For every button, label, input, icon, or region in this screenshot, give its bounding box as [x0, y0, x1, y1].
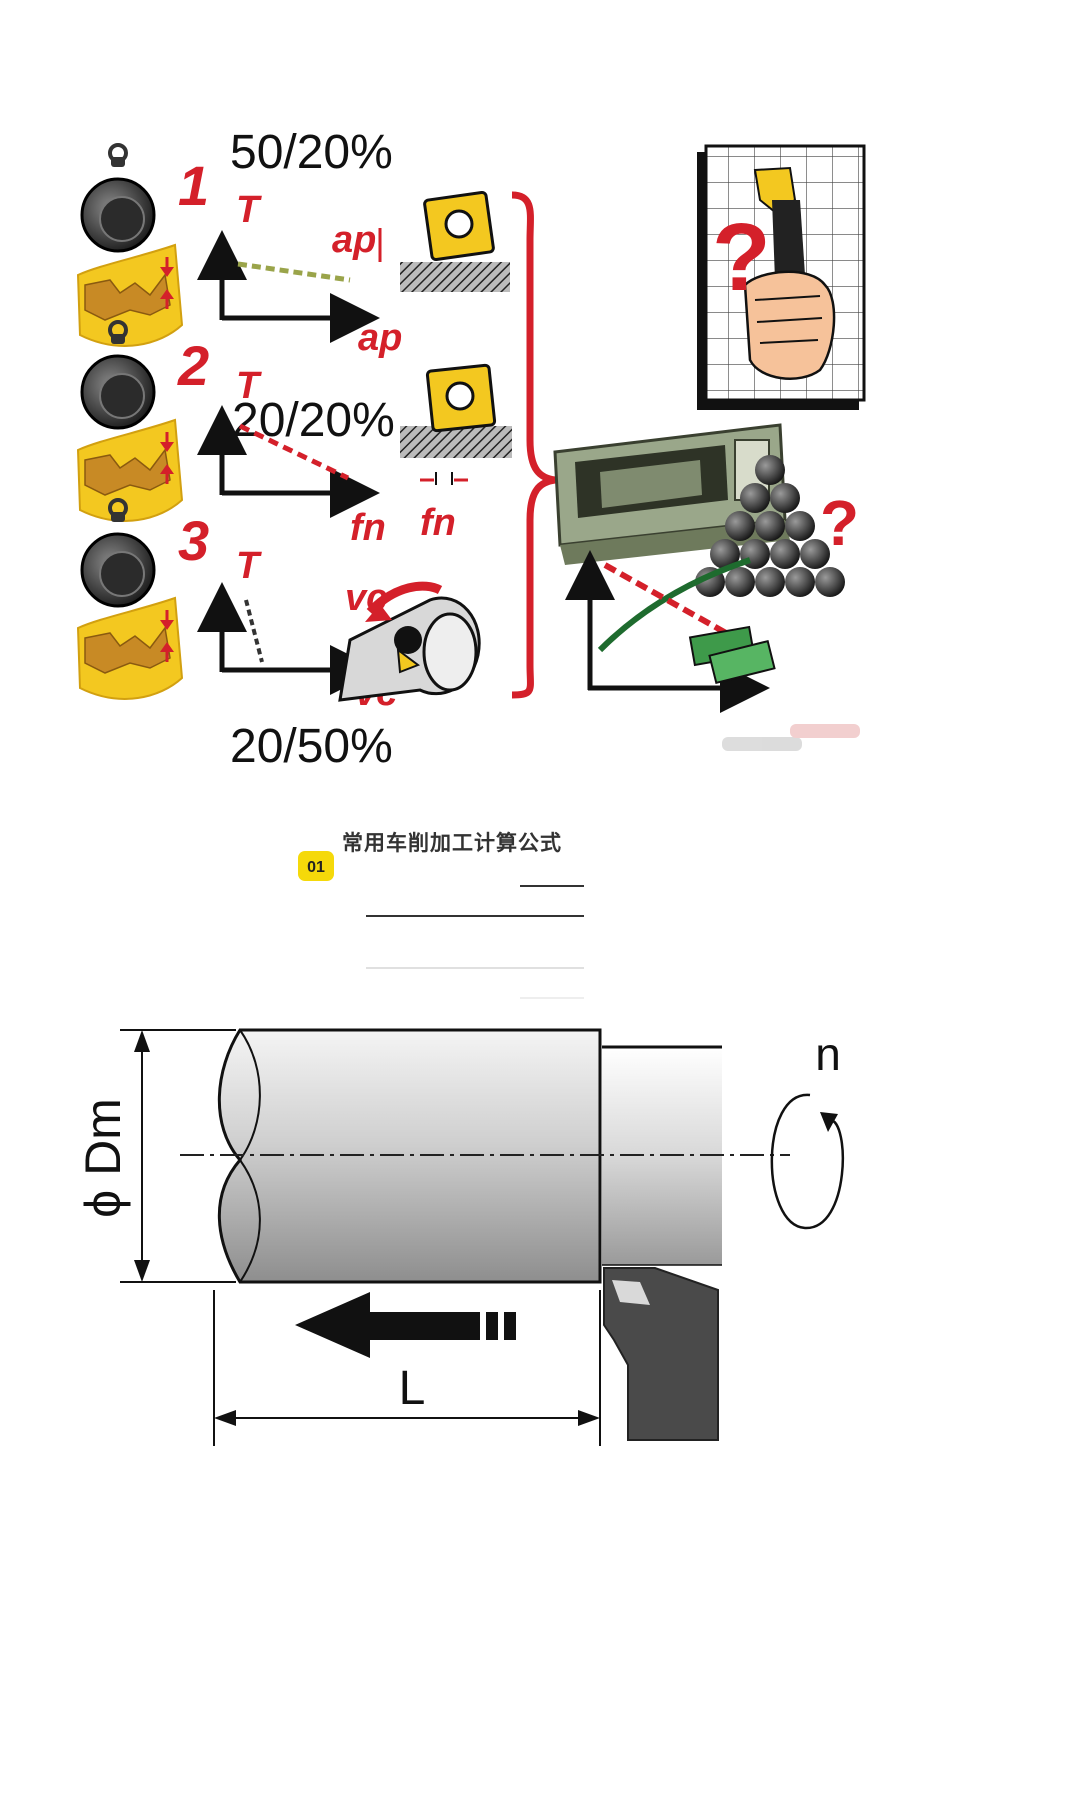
axis-x-label: fn	[350, 507, 386, 549]
chip-icon	[76, 596, 184, 701]
chip-icon	[76, 243, 184, 348]
tool-label: ap	[332, 219, 376, 261]
grid-board-illustration: ?	[697, 144, 866, 410]
diameter-label: ϕ Dm	[75, 1098, 131, 1218]
row-1: 1 T ap ap	[76, 143, 510, 359]
section-badge	[298, 851, 334, 881]
rotation-arrow-icon	[770, 1093, 844, 1230]
question-mark-icon: ?	[712, 204, 771, 311]
tool-life-curve	[237, 261, 351, 283]
section-header: 01 常用车削加工计算公式	[298, 831, 584, 999]
tool-life-curve	[244, 599, 264, 663]
feed-direction-arrow	[295, 1292, 516, 1358]
tool-life-curve	[238, 423, 350, 481]
turning-diagram: ϕ Dm L n	[75, 1028, 844, 1446]
axis-y-label: T	[236, 365, 262, 407]
row-2: 2 T fn fn	[76, 320, 512, 549]
axis-y-label: T	[236, 545, 262, 587]
row-number: 3	[178, 509, 209, 572]
stopwatch-icon	[80, 143, 156, 253]
row-number: 1	[178, 154, 209, 217]
pct-top-label: 50/20%	[230, 126, 393, 179]
money-icon	[688, 625, 776, 685]
question-mark-icon: ?	[820, 487, 859, 559]
tool-life-figure: 50/20% 20/20% 20/50% 1 T ap ap 2	[76, 126, 866, 773]
tool-label: vc	[345, 577, 387, 619]
cutting-tool	[603, 1267, 719, 1441]
workpiece-rotation-icon	[338, 581, 481, 702]
section-title: 常用车削加工计算公式	[342, 831, 562, 855]
tool-label: fn	[420, 502, 456, 544]
watermark	[722, 724, 860, 751]
insert-feed-icon	[400, 363, 512, 485]
length-label: L	[399, 1362, 426, 1415]
row-3: 3 T vc vc	[76, 498, 481, 714]
axis-x-label: ap	[358, 317, 402, 359]
axis-y-label: T	[236, 189, 262, 231]
red-brace	[511, 191, 556, 699]
rotation-label: n	[815, 1028, 841, 1080]
insert-depth-icon	[378, 190, 510, 292]
pct-bottom-label: 20/50%	[230, 720, 393, 773]
section-badge-text: 01	[307, 859, 325, 876]
chip-icon	[76, 418, 184, 523]
cost-graph	[565, 550, 776, 713]
pct-middle-label: 20/20%	[232, 394, 395, 447]
row-number: 2	[177, 334, 209, 397]
